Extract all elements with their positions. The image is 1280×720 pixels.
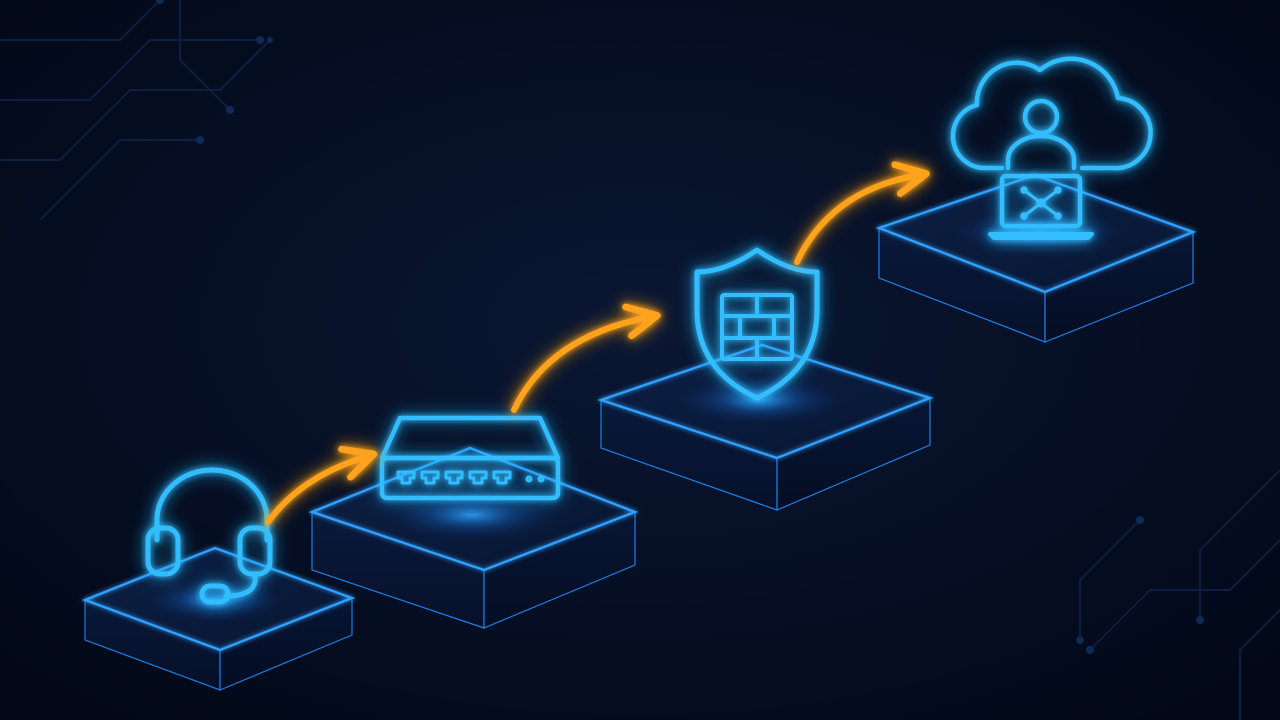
connector-arrows [265,161,930,525]
firewall-shield-icon [694,247,820,401]
platform-security [597,343,934,511]
arrow-network-to-security [511,303,661,413]
circuit-nodes [156,0,1204,654]
network-switch-icon [379,415,561,501]
headset-icon [145,467,273,605]
platform-network [308,446,639,629]
cloud-user-laptop-icon [950,56,1153,240]
arrow-support-to-network [265,445,378,525]
arrow-security-to-cloud [794,161,930,265]
